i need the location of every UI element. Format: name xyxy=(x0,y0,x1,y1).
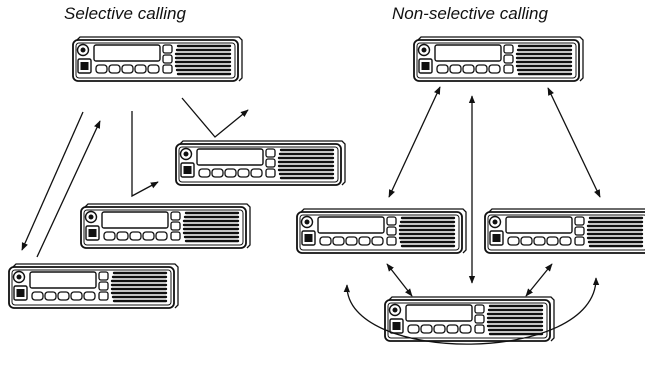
radio-nonselective-left xyxy=(295,207,468,255)
arrow-left-bottom xyxy=(386,263,413,297)
radio-selective-middle xyxy=(79,202,252,250)
radio-selective-top xyxy=(71,35,244,83)
arrow-top-right xyxy=(547,87,601,198)
radio-nonselective-bottom xyxy=(383,295,556,343)
arrow-top-to-right xyxy=(181,97,249,138)
arrow-top-left xyxy=(388,86,441,198)
radio-nonselective-right xyxy=(483,207,645,255)
arrow-right-bottom xyxy=(525,263,553,297)
radio-selective-right xyxy=(174,139,347,187)
radio-selective-bottom xyxy=(7,262,180,310)
non-selective-calling-title: Non-selective calling xyxy=(392,4,548,23)
arrow-left-right-arc xyxy=(343,277,600,345)
arrow-top-to-middle xyxy=(131,111,159,198)
selective-calling-title: Selective calling xyxy=(64,4,186,23)
arrow-bottom-to-top xyxy=(36,120,101,258)
radio-nonselective-top xyxy=(412,35,585,83)
arrow-top-to-bottom xyxy=(21,111,84,251)
